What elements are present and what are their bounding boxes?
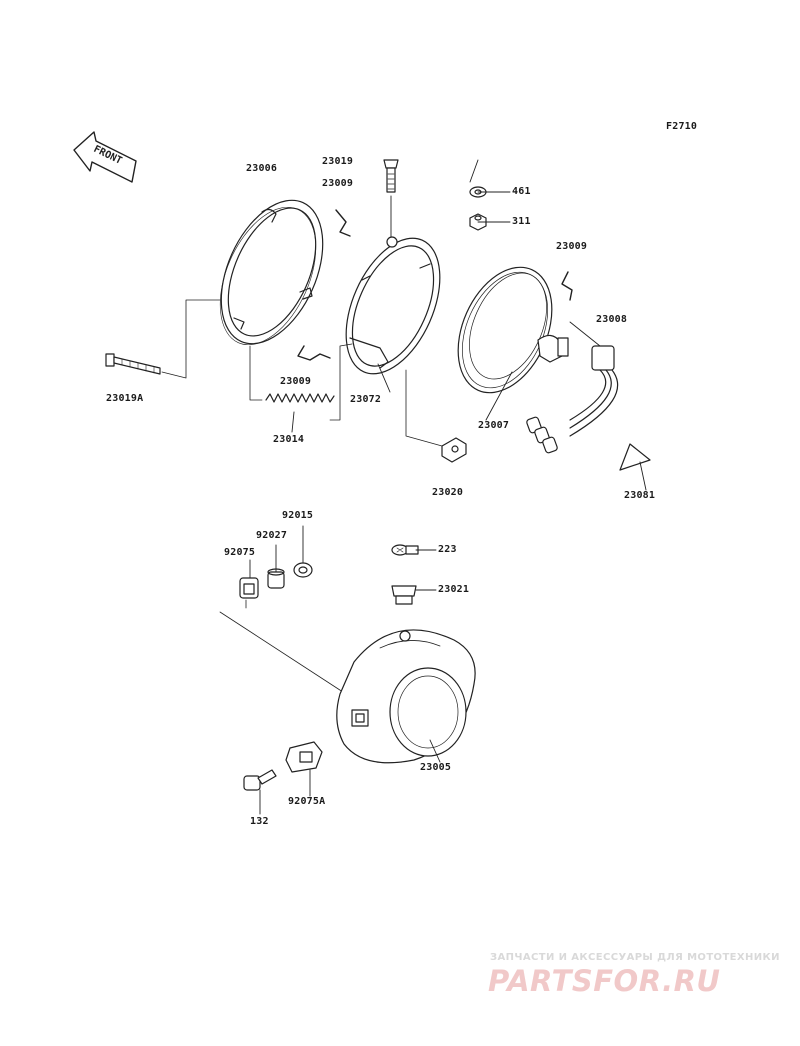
part-label-311[interactable]: 311: [512, 216, 531, 227]
part-label-223[interactable]: 223: [438, 544, 457, 555]
part-label-23009-upper[interactable]: 23009: [322, 178, 354, 189]
part-label-23020[interactable]: 23020: [432, 487, 464, 498]
spring-clip-lower-drawing: [297, 345, 331, 361]
part-label-92027[interactable]: 92027: [256, 530, 288, 541]
leader-lines: [249, 191, 647, 815]
square-nut-drawing: [405, 369, 467, 463]
part-label-23019[interactable]: 23019: [322, 156, 354, 167]
part-label-23081[interactable]: 23081: [624, 490, 656, 501]
spring-clip-right-drawing: [561, 271, 573, 301]
part-label-92075A[interactable]: 92075A: [288, 796, 326, 807]
collar-92015-drawing: [293, 562, 313, 578]
figure-code: F2710: [666, 121, 698, 132]
part-label-23009-lower[interactable]: 23009: [280, 376, 312, 387]
part-label-92075[interactable]: 92075: [224, 547, 256, 558]
part-label-132[interactable]: 132: [250, 816, 269, 827]
part-label-23014[interactable]: 23014: [273, 434, 305, 445]
part-label-23009-right[interactable]: 23009: [556, 241, 588, 252]
sealed-beam-drawing: [457, 266, 569, 394]
rim-ring-drawing: [219, 199, 324, 346]
mounting-ring-drawing: [345, 236, 441, 375]
grommet-92075-drawing: [239, 577, 259, 609]
part-label-23019A[interactable]: 23019A: [106, 393, 144, 404]
headlight-housing-drawing: [219, 611, 476, 764]
wedge-block-drawing: [619, 443, 651, 471]
grommet-23021-drawing: [391, 585, 417, 605]
front-direction-arrow-icon: FRONT: [73, 131, 137, 183]
screw-23019-drawing: [383, 159, 399, 241]
part-label-23006[interactable]: 23006: [246, 163, 278, 174]
spring-clip-upper-drawing: [335, 209, 351, 237]
part-label-23021[interactable]: 23021: [438, 584, 470, 595]
part-label-461[interactable]: 461: [512, 186, 531, 197]
part-label-92015[interactable]: 92015: [282, 510, 314, 521]
damper-92075A-drawing: [285, 741, 323, 773]
part-label-23007[interactable]: 23007: [478, 420, 510, 431]
long-screw-drawing: [105, 299, 221, 379]
part-label-23072[interactable]: 23072: [350, 394, 382, 405]
bolt-132-drawing: [243, 769, 277, 791]
watermark-subtitle: ЗАПЧАСТИ И АКСЕССУАРЫ ДЛЯ МОТОТЕХНИКИ: [490, 952, 780, 963]
part-label-23008[interactable]: 23008: [596, 314, 628, 325]
washer-drawing: [469, 159, 487, 198]
spring-drawing: [249, 343, 353, 421]
watermark-logo: PARTSFOR.RU: [488, 964, 721, 998]
connector-harness-drawing: [526, 345, 619, 454]
part-label-23005[interactable]: 23005: [420, 762, 452, 773]
screw-223-drawing: [391, 544, 419, 556]
